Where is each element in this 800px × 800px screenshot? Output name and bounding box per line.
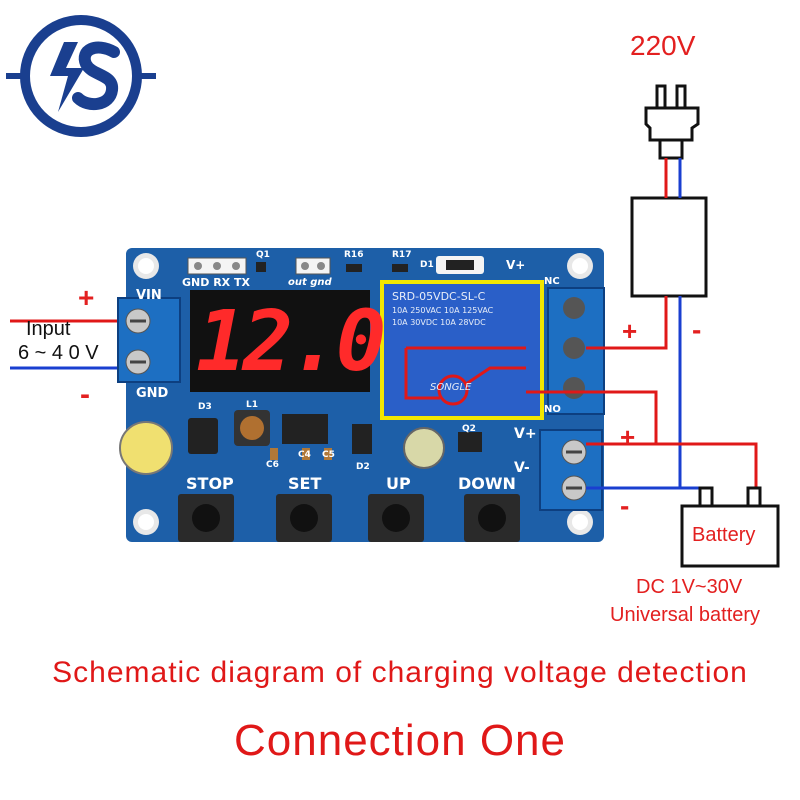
caption-line-1: Schematic diagram of charging voltage de… xyxy=(52,656,748,689)
d1-label: D1 xyxy=(420,260,434,270)
logo-icon xyxy=(6,15,156,137)
set-button[interactable]: SET xyxy=(288,474,322,493)
relay-contact-marker xyxy=(437,374,469,406)
down-button[interactable]: DOWN xyxy=(458,474,516,493)
battery-label: Battery xyxy=(692,524,756,546)
up-button[interactable]: UP xyxy=(386,474,411,493)
button-bodies xyxy=(178,494,520,542)
display-readout: 12.0 xyxy=(196,292,386,390)
vplus-label: V+ xyxy=(514,426,537,442)
caption-line-2: Connection One xyxy=(234,716,566,765)
r16-label: R16 xyxy=(344,250,364,260)
c4-label: C4 xyxy=(298,450,311,460)
battery-box xyxy=(680,486,780,568)
r17-label: R17 xyxy=(392,250,412,260)
chip xyxy=(282,414,328,444)
nc-label: NC xyxy=(544,276,560,287)
input-label: Input xyxy=(26,318,71,340)
logo xyxy=(6,12,156,142)
l1-label: L1 xyxy=(246,400,258,410)
battery-type: Universal battery xyxy=(610,604,761,626)
relay-rating-2: 10A 30VDC 10A 28VDC xyxy=(392,318,486,327)
q2-label: Q2 xyxy=(462,424,476,434)
d2-label: D2 xyxy=(356,462,370,472)
q1-label: Q1 xyxy=(256,250,270,260)
vin-label: VIN xyxy=(136,288,162,303)
no-label: NO xyxy=(544,404,561,415)
output-minus-sign: - xyxy=(620,490,630,521)
battery-spec: DC 1V~30V xyxy=(636,576,743,598)
input-plus-sign: + xyxy=(78,282,95,313)
c5-label: C5 xyxy=(322,450,335,460)
relay-model-label: SRD-05VDC-SL-C xyxy=(392,290,486,303)
vplus-top-label: V+ xyxy=(506,258,526,272)
input-terminal xyxy=(117,297,181,383)
out-gnd-label: out gnd xyxy=(288,277,332,288)
input-range-label: 6 ~ 4 0 V xyxy=(18,342,99,364)
relay xyxy=(380,280,544,420)
relay-plus-sign: + xyxy=(622,316,638,346)
stop-button[interactable]: STOP xyxy=(186,474,234,493)
vminus-label: V- xyxy=(514,460,530,476)
c6-label: C6 xyxy=(266,460,279,470)
relay-rating-1: 10A 250VAC 10A 125VAC xyxy=(392,306,494,315)
relay-minus-sign: - xyxy=(692,314,702,345)
gnd-label: GND xyxy=(136,386,169,401)
power-adapter xyxy=(630,196,708,298)
header-pins-label: GND RX TX xyxy=(182,276,250,289)
d3-label: D3 xyxy=(198,402,212,412)
capacitor-left xyxy=(119,421,173,475)
output-plus-sign: + xyxy=(620,422,636,452)
mains-voltage-label: 220V xyxy=(630,30,696,61)
buzzer xyxy=(403,427,445,469)
relay-brand: SONGLE xyxy=(430,382,472,393)
mains-plug xyxy=(644,84,700,160)
input-minus-sign: - xyxy=(80,378,90,411)
led-display xyxy=(190,290,370,392)
